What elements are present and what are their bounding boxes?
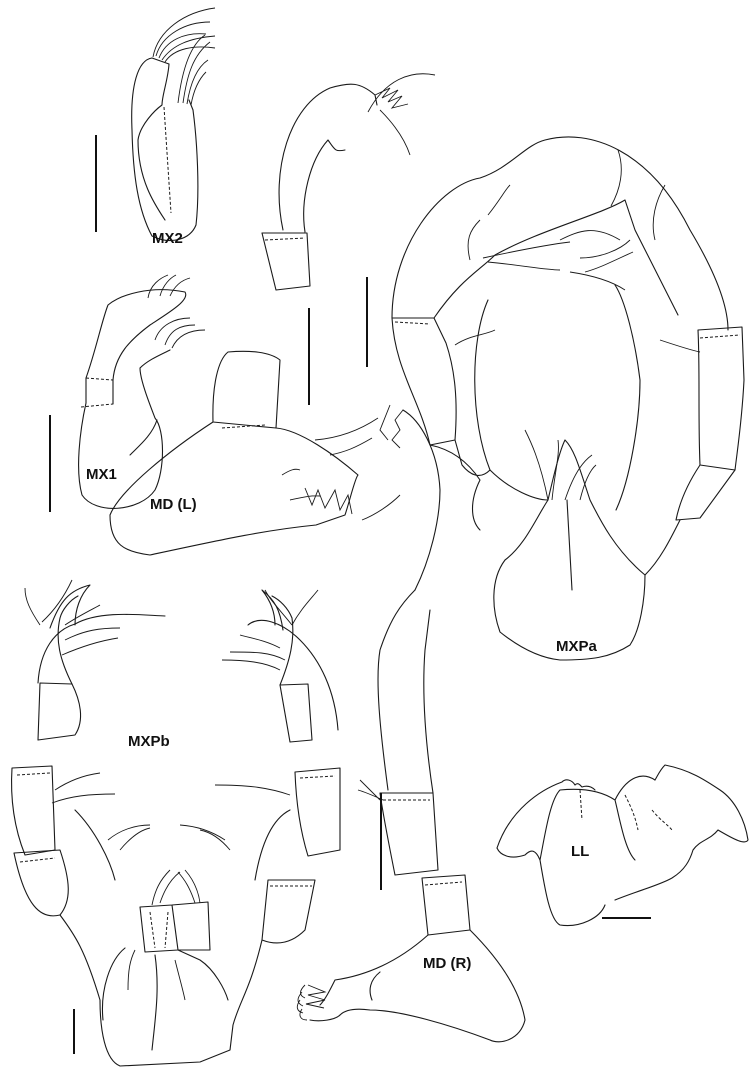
label-mxpb: MXPb [128, 733, 170, 750]
label-md-left: MD (L) [150, 496, 197, 513]
label-mxpa: MXPa [556, 638, 597, 655]
label-md-right: MD (R) [423, 955, 472, 972]
label-mx2: MX2 [152, 230, 183, 247]
mxpa-drawing [391, 136, 745, 661]
md-right-drawing [296, 404, 526, 1043]
mx1-drawing [78, 274, 206, 509]
mx2-drawing [131, 7, 216, 241]
label-mx1: MX1 [86, 466, 117, 483]
label-ll: LL [571, 843, 590, 860]
mxpb-drawing [11, 579, 341, 1067]
scale-bars [49, 135, 651, 1054]
ll-drawing [496, 764, 749, 927]
md-left-drawing [109, 73, 436, 556]
